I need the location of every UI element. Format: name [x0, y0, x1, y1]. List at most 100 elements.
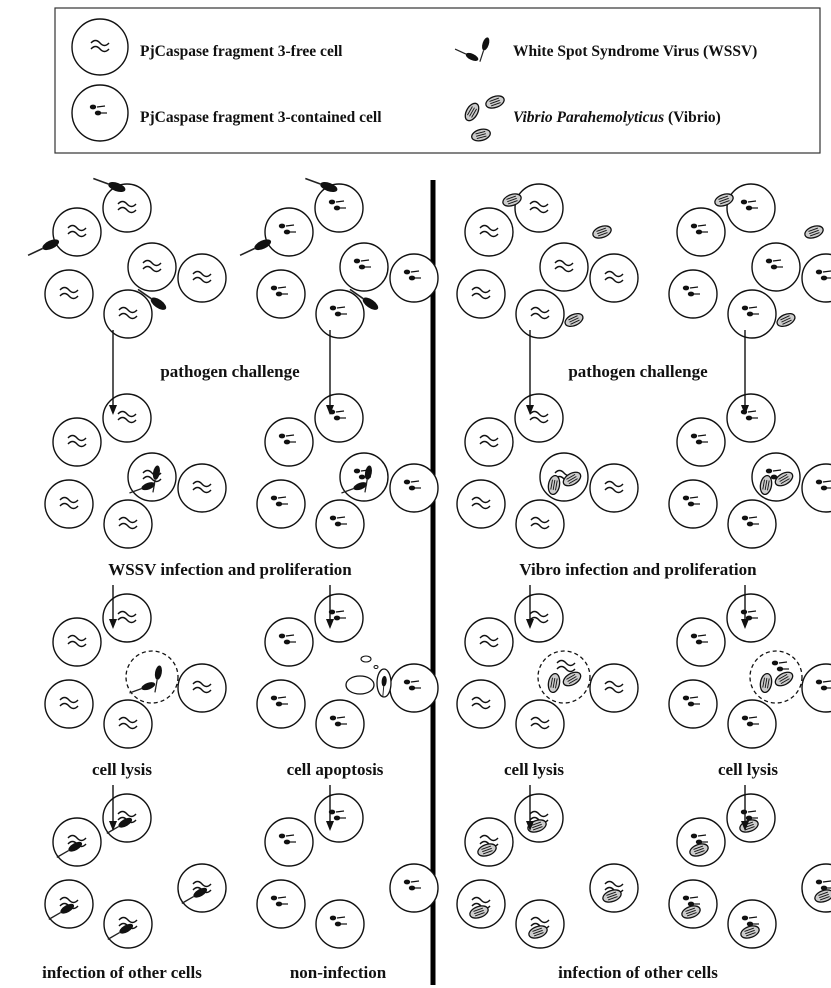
cell-membrane [801, 253, 831, 303]
label-infection-right: infection of other cells [558, 963, 718, 982]
caspase-dot [278, 633, 286, 639]
wave-symbol [67, 634, 87, 648]
caspase-dot-tail [747, 610, 757, 613]
caspase-dots [690, 833, 708, 845]
virion-tail [27, 247, 43, 257]
label-cell-lysis-3: cell lysis [718, 760, 778, 779]
cell-membrane [589, 253, 639, 303]
caspase-dot-tail [335, 410, 345, 413]
cell-membrane [127, 452, 177, 502]
wave-line [471, 502, 491, 510]
cell-cluster-infection [44, 393, 227, 549]
caspase-dot [690, 223, 698, 229]
wave-line [529, 610, 549, 618]
caspase-dot [283, 229, 291, 235]
vibrio-bacterium-icon [804, 225, 824, 239]
cell [177, 463, 227, 513]
caspase-dot-tail [772, 469, 782, 472]
caspase-dot [746, 921, 754, 927]
cell [801, 863, 831, 913]
cell [103, 289, 153, 339]
caspase-dot [682, 895, 690, 901]
wave-line [530, 516, 550, 524]
virion-tail [107, 931, 120, 940]
label-pathogen-challenge-left: pathogen challenge [160, 362, 300, 381]
cell [389, 863, 439, 913]
wave-line [118, 306, 138, 314]
cell [102, 793, 152, 843]
vibrio-stripe [471, 108, 477, 118]
cell [515, 499, 565, 549]
cell [127, 452, 177, 502]
vibrio-stripe [532, 927, 543, 932]
label-vibrio-infection: Vibro infection and proliferation [519, 560, 757, 579]
vibrio-stripe [507, 197, 517, 203]
vibrio-stripe [693, 845, 704, 850]
caspase-dots [815, 269, 831, 281]
virion-body [42, 239, 60, 251]
caspase-dot [745, 205, 753, 211]
wave-line [192, 486, 212, 494]
label-non-infection: non-infection [289, 963, 387, 982]
cell [314, 393, 364, 443]
vibrio-stripe [569, 317, 579, 323]
caspase-dots [815, 879, 831, 891]
legend-wssv-label: White Spot Syndrome Virus (WSSV) [513, 43, 758, 60]
caspase-dot [408, 485, 416, 491]
wave-line [67, 224, 87, 232]
vibrio-abbreviation: (Vibrio) [668, 109, 721, 126]
cell-membrane [589, 463, 639, 513]
caspase-dot [695, 439, 703, 445]
wave-line [604, 276, 624, 284]
virion-body [193, 887, 208, 898]
wave-line [67, 634, 87, 642]
cell [256, 269, 306, 319]
virion-tail [129, 488, 142, 494]
wave-symbol [67, 224, 87, 238]
cell [456, 479, 506, 529]
wave-line [471, 896, 491, 904]
caspase-dot [820, 275, 828, 281]
vibrio-bacterium-icon [689, 843, 709, 857]
cell [589, 253, 639, 303]
caspase-dot [334, 521, 342, 527]
vibrio-bacterium-icon [485, 95, 505, 109]
cell-membrane [515, 499, 565, 549]
caspase-dot-tail [822, 480, 831, 483]
caspase-dot [741, 915, 749, 921]
caspase-dots [270, 695, 288, 707]
cell [52, 417, 102, 467]
caspase-dot-tail [689, 896, 699, 899]
virion-body [152, 465, 160, 480]
caspase-dots [690, 433, 708, 445]
cell [676, 617, 726, 667]
label-infection-left: infection of other cells [42, 963, 202, 982]
cell [256, 879, 306, 929]
virion-body [381, 675, 387, 687]
caspase-dot [820, 685, 828, 691]
wave-line [471, 702, 491, 710]
vibrio-stripe [476, 133, 486, 137]
wave-symbol [117, 410, 137, 424]
wave-line [479, 434, 499, 442]
vibrio-bacterium-icon [759, 672, 773, 694]
vibrio-stripe [780, 678, 790, 684]
cell [464, 617, 514, 667]
cell [515, 699, 565, 749]
vibrio-bacterium-icon [562, 671, 582, 687]
lysing-cell [125, 650, 179, 704]
cell [177, 253, 227, 303]
cell-membrane [102, 593, 152, 643]
cell [514, 593, 564, 643]
wave-symbol [117, 610, 137, 624]
wssv-virion-icon [93, 177, 126, 193]
vibrio-stripe [474, 912, 485, 917]
cell-membrane [514, 183, 564, 233]
cell-cluster-outcome [456, 793, 639, 949]
vibrio-stripe [767, 480, 770, 491]
caspase-dot-tail [697, 224, 707, 227]
wssv-virion-icon [181, 887, 208, 904]
cell [102, 393, 152, 443]
cell-membrane [177, 463, 227, 513]
wave-line [529, 616, 549, 624]
